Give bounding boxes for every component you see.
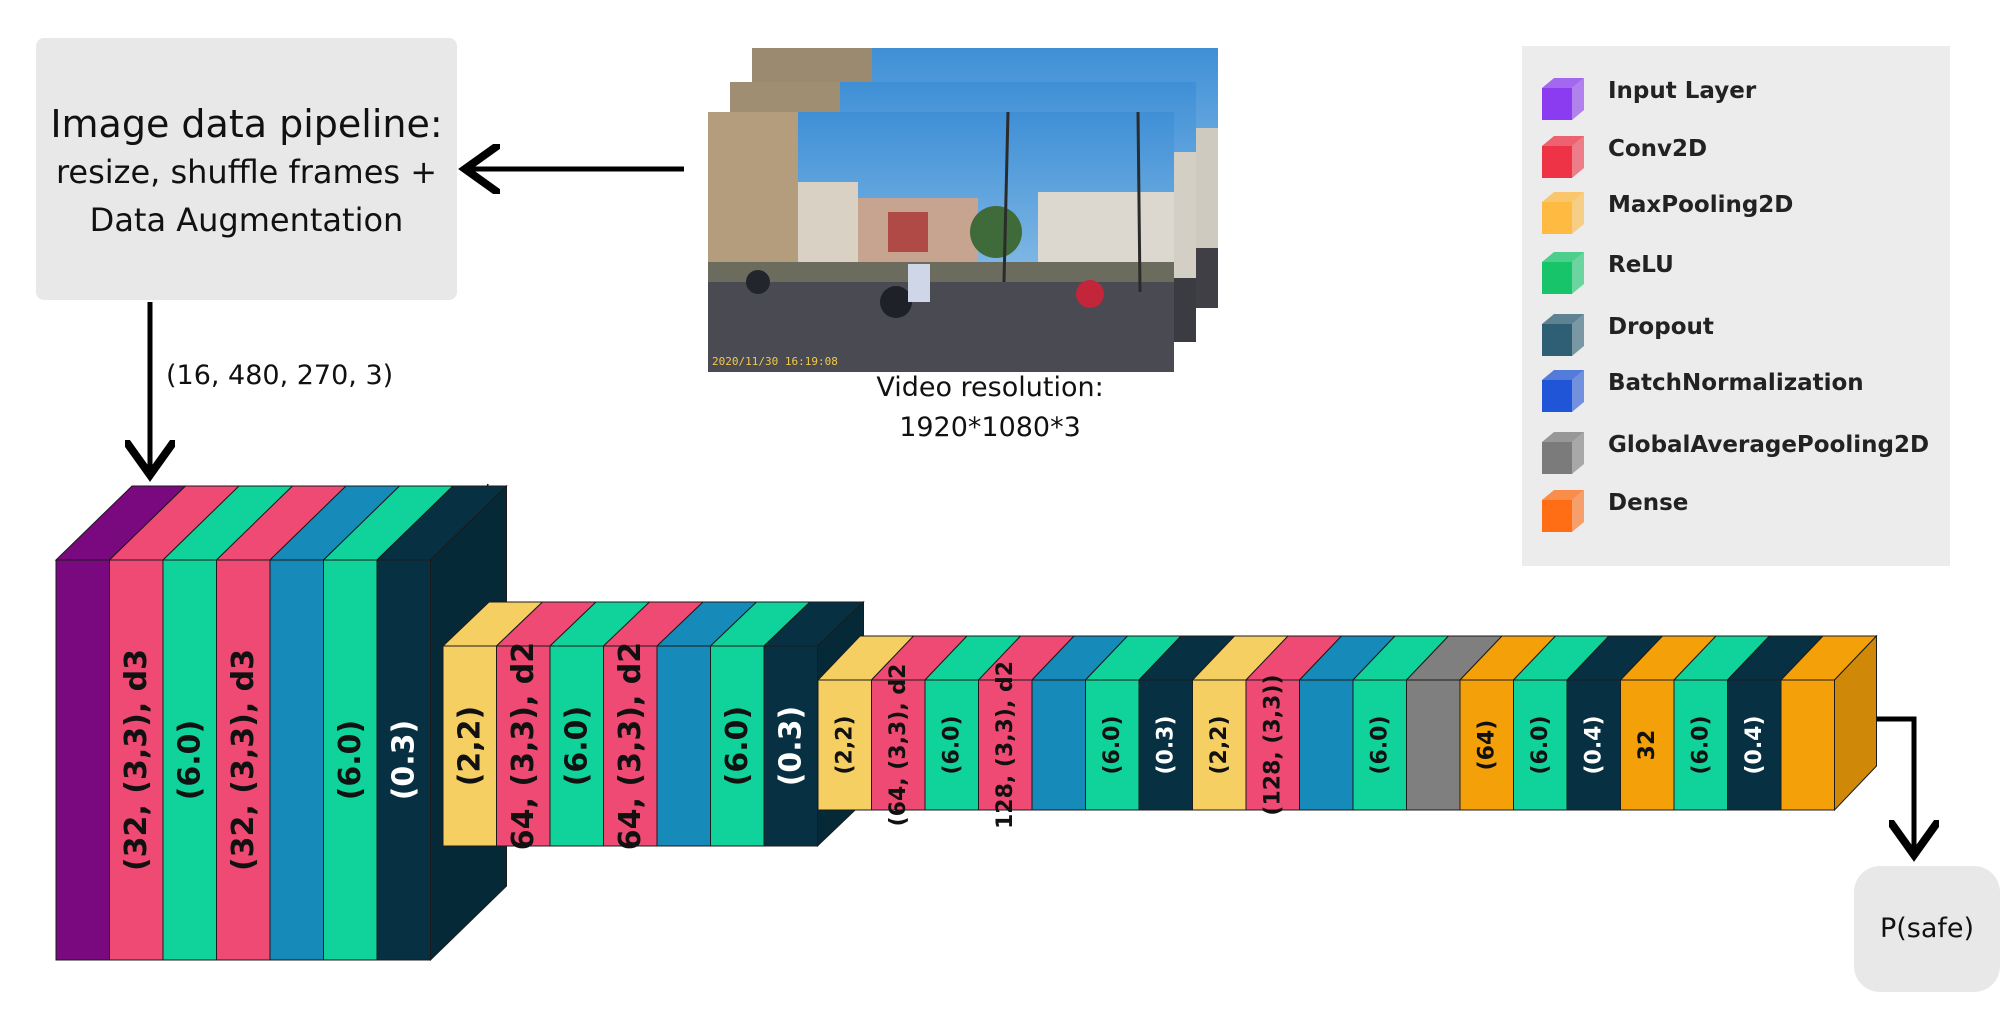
layer-label: (6.0)	[1367, 715, 1392, 774]
video-frame-front: 2020/11/30 16:19:08	[708, 111, 1174, 372]
batchnormalization-cube-icon	[1542, 370, 1584, 412]
layer-conv-b3-3: 128, (3,3), d2	[977, 635, 1076, 829]
layer-label: (0.3)	[773, 706, 808, 787]
layer-conv-b1-3: (32, (3,3), d3	[215, 485, 348, 961]
maxpooling2d-cube-icon	[1542, 192, 1584, 234]
legend-item-input-layer: Input Layer	[1540, 70, 1940, 122]
layer-dropout-b3-14: (0.4)	[1565, 635, 1664, 811]
legend-label: BatchNormalization	[1608, 370, 1864, 396]
legend-item-maxpooling2d: MaxPooling2D	[1540, 184, 1940, 236]
layer-relu-b3-5: (6.0)	[1084, 635, 1183, 811]
legend-label: MaxPooling2D	[1608, 192, 1794, 218]
input-layer-cube-icon	[1542, 78, 1584, 120]
dense-cube-icon	[1542, 490, 1584, 532]
pipeline-line-1: resize, shuffle frames +	[55, 153, 438, 191]
layer-conv-b1-1: (32, (3,3), d3	[108, 485, 241, 961]
layer-label: (6.0)	[720, 706, 755, 787]
video-timestamp: 2020/11/30 16:19:08	[712, 355, 838, 368]
layer-dense-b3-18	[1779, 634, 1878, 812]
conv2d-cube-icon	[1542, 136, 1584, 178]
legend-panel: Input Layer Conv2D MaxPooling2D ReLU	[1522, 46, 1950, 566]
layer-label: (32, (3,3), d3	[226, 649, 261, 871]
layer-label: (6.0)	[172, 720, 207, 801]
layer-relu-b3-10: (6.0)	[1351, 635, 1450, 811]
network-layers: (32, (3,3), d3 (6.0) (32, (3,3), d3 (6.0) (0…	[54, 484, 1878, 962]
layer-label: (64, (3,3), d2	[886, 664, 911, 827]
layer-label: (6.0)	[1688, 715, 1713, 774]
layer-pool-b3-0: (2,2)	[816, 635, 915, 811]
layer-label: 64, (3,3), d2	[613, 642, 648, 850]
video-frames: 2020/11/30 16:19:08	[708, 48, 1218, 372]
layer-conv-b2-3: 64, (3,3), d2	[602, 601, 705, 850]
layer-gap-b3-11	[1405, 635, 1504, 811]
layer-relu-b1-2: (6.0)	[161, 485, 294, 961]
video-caption: Video resolution: 1920*1080*3	[760, 368, 1220, 448]
pipeline-line-2: Data Augmentation	[89, 201, 404, 239]
layer-conv-b3-1: (64, (3,3), d2	[870, 635, 969, 827]
layer-label: (0.3)	[386, 720, 421, 801]
pipeline-title: Image data pipeline:	[50, 102, 443, 146]
legend-item-dropout: Dropout	[1540, 306, 1940, 358]
layer-dropout-b3-17: (0.4)	[1726, 635, 1825, 811]
legend-item-conv2d: Conv2D	[1540, 128, 1940, 180]
layer-relu-b3-2: (6.0)	[923, 635, 1022, 811]
layer-batchnorm-b2-4	[655, 601, 758, 847]
layer-conv-b3-8: (128, (3,3))	[1244, 635, 1343, 816]
layer-pool-b3-7: (2,2)	[1191, 635, 1290, 811]
layer-label: (2,2)	[832, 715, 857, 774]
legend-label: Dropout	[1608, 314, 1714, 340]
layer-label: (128, (3,3))	[1260, 674, 1285, 815]
video-caption-line-1: Video resolution:	[876, 372, 1104, 403]
legend-label: Dense	[1608, 490, 1689, 516]
layer-batchnorm-b3-9	[1298, 635, 1397, 811]
layer-dense-b3-15: 32	[1619, 635, 1718, 811]
layer-batchnorm-b3-4	[1030, 635, 1129, 811]
layer-relu-b2-5: (6.0)	[709, 601, 812, 847]
layer-label: 32	[1635, 730, 1660, 761]
layer-relu-b2-2: (6.0)	[548, 601, 651, 847]
output-box: P(safe)	[1854, 866, 2000, 992]
legend-label: GlobalAveragePooling2D	[1608, 432, 1930, 458]
legend-label: Input Layer	[1608, 78, 1757, 104]
layer-label: (6.0)	[1528, 715, 1553, 774]
layer-label: (6.0)	[559, 706, 594, 787]
legend-item-relu: ReLU	[1540, 244, 1940, 296]
legend-item-dense: Dense	[1540, 482, 1940, 534]
video-caption-line-2: 1920*1080*3	[899, 412, 1081, 443]
layer-dropout-b3-6: (0.3)	[1137, 635, 1236, 811]
legend-label: Conv2D	[1608, 136, 1708, 162]
legend-label: ReLU	[1608, 252, 1674, 278]
layer-label: 64, (3,3), d2	[506, 642, 541, 850]
dropout-cube-icon	[1542, 314, 1584, 356]
layer-label: (2,2)	[452, 706, 487, 787]
globalaveragepooling2d-cube-icon	[1542, 432, 1584, 474]
layer-label: (0.4)	[1581, 715, 1606, 774]
output-label: P(safe)	[1879, 913, 1975, 944]
layer-relu-b3-13: (6.0)	[1512, 635, 1611, 811]
layer-label: (0.3)	[1153, 715, 1178, 774]
layer-label: (6.0)	[1100, 715, 1125, 774]
legend-item-batchnormalization: BatchNormalization	[1540, 362, 1940, 414]
layer-batchnorm-b1-4	[268, 485, 401, 961]
image-pipeline-box: Image data pipeline: resize, shuffle fra…	[36, 38, 457, 300]
input-shape-label: (16, 480, 270, 3)	[166, 360, 394, 391]
layer-label: (6.0)	[939, 715, 964, 774]
layer-label: (64)	[1474, 720, 1499, 771]
layer-label: (32, (3,3), d3	[119, 649, 154, 871]
relu-cube-icon	[1542, 252, 1584, 294]
layer-conv-b2-1: 64, (3,3), d2	[495, 601, 598, 850]
layer-label: 128, (3,3), d2	[993, 661, 1018, 829]
layer-label: (2,2)	[1207, 715, 1232, 774]
legend-item-globalaveragepooling2d: GlobalAveragePooling2D	[1540, 424, 1940, 476]
layer-relu-b1-5: (6.0)	[322, 485, 455, 961]
layer-label: (0.4)	[1742, 715, 1767, 774]
layer-label: (6.0)	[333, 720, 368, 801]
layer-pool-b2-0: (2,2)	[441, 601, 544, 847]
